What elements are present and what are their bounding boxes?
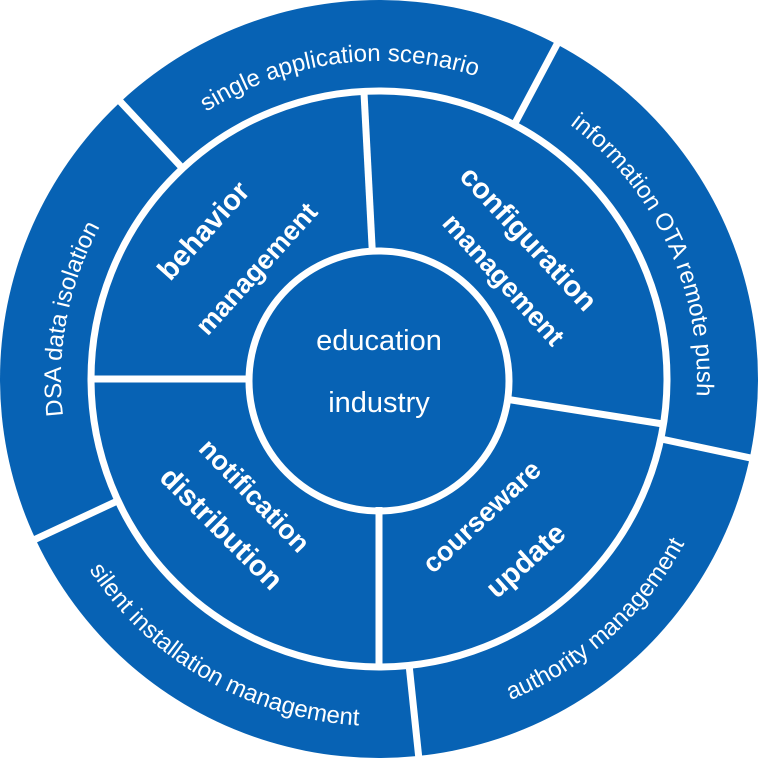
middle-divider <box>504 395 666 428</box>
outer-divider <box>28 497 120 545</box>
dividers <box>28 37 757 758</box>
middle-divider <box>360 89 376 252</box>
center-labels: education industry <box>316 325 442 419</box>
center-label-education: education <box>316 325 442 357</box>
outer-divider <box>405 665 423 758</box>
outer-divider <box>511 37 563 127</box>
center-label-industry: industry <box>328 387 430 419</box>
outer-divider <box>113 95 186 171</box>
outer-divider <box>659 435 757 463</box>
center-circle <box>245 247 513 515</box>
